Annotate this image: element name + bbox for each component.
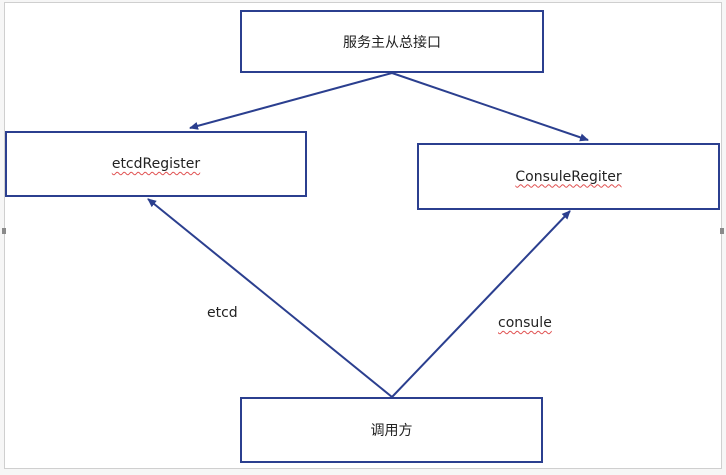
arrow-bottom-to-left — [147, 198, 393, 398]
node-service-interface[interactable]: 服务主从总接口 — [240, 10, 544, 73]
node-caller-label: 调用方 — [370, 423, 413, 439]
node-etcd-register-label: etcdRegister — [111, 156, 201, 172]
edge-label-consule: consule — [498, 315, 552, 331]
diagram-canvas — [4, 2, 722, 469]
resize-handle-right[interactable] — [720, 228, 724, 234]
node-consule-register[interactable]: ConsuleRegiter — [417, 143, 720, 210]
node-service-interface-label: 服务主从总接口 — [343, 34, 441, 51]
edge-label-etcd: etcd — [207, 305, 238, 321]
resize-handle-left[interactable] — [2, 228, 6, 234]
arrow-top-to-right — [391, 72, 589, 142]
arrow-top-to-left — [189, 72, 393, 130]
node-caller[interactable]: 调用方 — [240, 397, 543, 463]
arrow-bottom-to-right — [391, 210, 571, 398]
node-consule-register-label: ConsuleRegiter — [515, 168, 622, 185]
node-etcd-register[interactable]: etcdRegister — [5, 131, 307, 197]
